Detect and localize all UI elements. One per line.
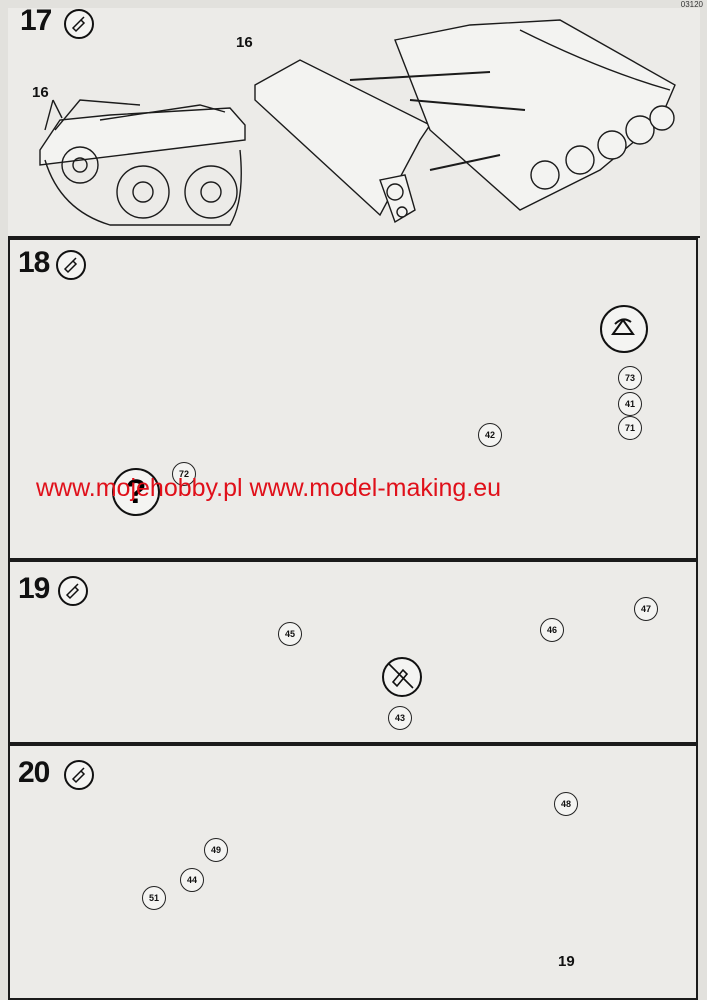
sheet-code: 03120 (680, 0, 703, 9)
glue-tube-icon (56, 250, 86, 280)
rotate-model-icon (600, 305, 648, 353)
step-19-number: 19 (18, 572, 50, 605)
callout-49: 49 (204, 838, 228, 862)
callout-44: 44 (180, 868, 204, 892)
step-18-panel (8, 238, 698, 560)
callout-46: 46 (540, 618, 564, 642)
step-19-panel (8, 560, 698, 744)
no-glue-icon (382, 657, 422, 697)
glue-tube-icon (64, 760, 94, 790)
callout-71: 71 (618, 416, 642, 440)
callout-51: 51 (142, 886, 166, 910)
callout-43: 43 (388, 706, 412, 730)
step-20-panel (8, 744, 698, 1000)
step-18-number: 18 (18, 246, 50, 279)
callout-48: 48 (554, 792, 578, 816)
step-17-number: 17 (20, 4, 52, 37)
callout-42: 42 (478, 423, 502, 447)
callout-72: 72 (172, 462, 196, 486)
glue-tube-icon (64, 9, 94, 39)
part-label-19: 19 (558, 953, 575, 970)
step-20-number: 20 (18, 756, 50, 789)
part-label-16a: 16 (32, 84, 49, 101)
glue-tube-icon (58, 576, 88, 606)
callout-73: 73 (618, 366, 642, 390)
callout-45: 45 (278, 622, 302, 646)
question-mark-icon: ? (112, 468, 160, 516)
part-label-16b: 16 (236, 34, 253, 51)
watermark-text: www.mojehobby.pl www.model-making.eu (36, 474, 502, 502)
callout-47: 47 (634, 597, 658, 621)
callout-41: 41 (618, 392, 642, 416)
